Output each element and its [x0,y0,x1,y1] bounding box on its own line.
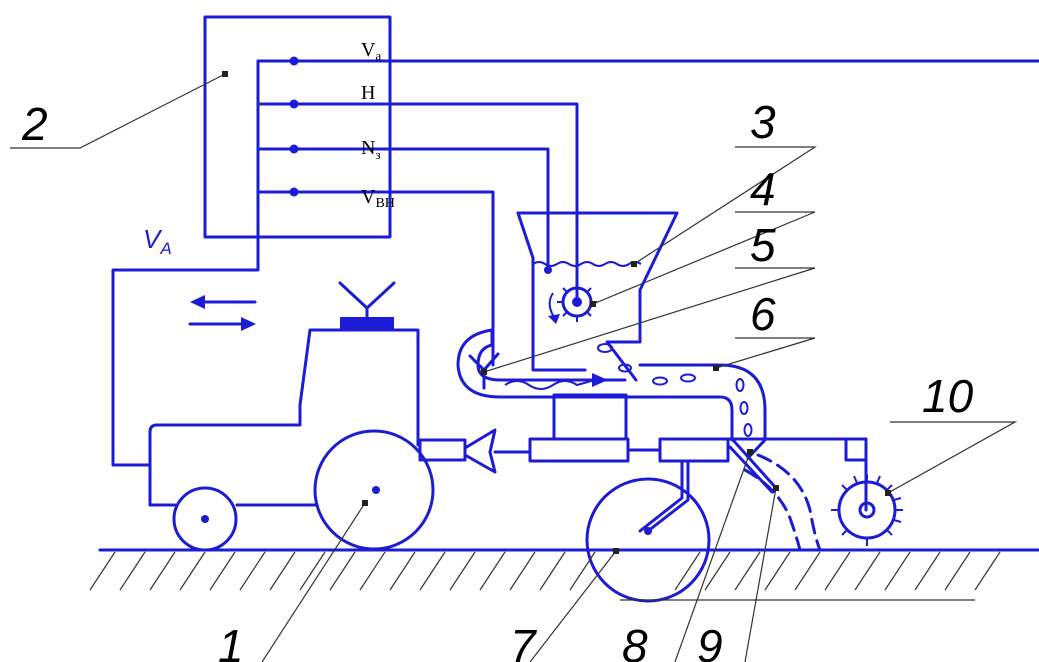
hopper-outline-right [516,211,679,382]
signal-label-va: Va [361,39,381,63]
arrow-left-head [190,295,205,309]
tractor [148,281,532,552]
depth-wheel-arm [646,459,690,533]
callout-1: 1 [218,620,244,662]
signal-label-h: H [361,82,375,104]
terminal-dot-vbn [289,187,299,197]
seed-particles [597,343,753,437]
antenna-icon [338,281,396,319]
hitch-coupling [463,428,497,474]
frame-beam-right [658,437,730,463]
signal-line-h [256,102,579,302]
callout-5: 5 [750,219,776,271]
leader-10 [887,421,1018,494]
depth-wheel-assembly [585,459,711,603]
callout-9: 9 [697,620,723,662]
terminal-dot-n3 [289,144,299,154]
airflow-arrowhead [592,373,608,387]
roller-hub [858,501,876,519]
frame-post [552,393,628,441]
roller-spikes [831,474,903,546]
opener [728,438,822,552]
callout-8: 8 [622,620,648,662]
terminal-dot-va [289,56,299,66]
callout-7: 7 [510,620,537,662]
arrow-right-head [241,317,256,331]
packer-roller [831,460,903,546]
hopper-outline-left [516,211,587,372]
duct-inner-top [476,328,627,382]
callout-4: 4 [750,163,776,215]
seed-trajectory-outer [756,453,822,552]
depth-wheel-hub [644,527,652,535]
terminal-dot-h [289,99,299,109]
leader-5 [483,267,816,373]
signal-label-n3: Nз [361,137,381,162]
ground-hatching [89,551,1001,601]
signal-line-n3 [256,147,550,270]
duct-bottom [456,328,734,442]
tractor-front-hub [201,515,209,523]
opener-blade [731,438,778,490]
leader-8 [674,451,751,662]
seeder-frame [528,393,868,464]
control-unit-box [203,15,392,239]
leader-4 [592,211,816,305]
depth-wheel [585,477,711,603]
callout-6: 6 [750,288,776,340]
signal-line-va [111,59,1039,467]
tractor-body [148,328,422,507]
leader-1 [261,502,366,662]
seed-trajectory-inner [743,468,802,552]
rotation-arrowhead [548,314,560,324]
leader-7 [529,550,617,662]
tractor-roof-antenna-base [340,317,394,330]
leader-6 [715,337,816,369]
roller-bracket [844,437,868,462]
sensor-dot-level [544,266,552,274]
dispenser-hub [572,297,582,307]
callout-2: 2 [21,98,48,150]
leader-3 [633,146,818,265]
callout-10: 10 [922,370,974,422]
leader-2 [10,73,226,149]
depth-wheel-arm-inner [638,459,684,533]
hitch-block [418,438,467,462]
callout-3: 3 [750,96,776,148]
leader-9 [744,487,777,662]
signal-line-vbn [256,190,495,367]
callout-markers [222,71,891,554]
callout-leaders [10,73,1018,662]
va-label: VA [143,224,172,258]
signal-label-vbn: VВН [361,186,395,211]
tractor-rear-hub [372,486,380,494]
hopper [516,211,679,382]
seed-level-line [532,261,642,267]
airflow-line [504,379,596,390]
frame-beam-left [528,437,630,463]
direction-arrows [188,295,257,331]
